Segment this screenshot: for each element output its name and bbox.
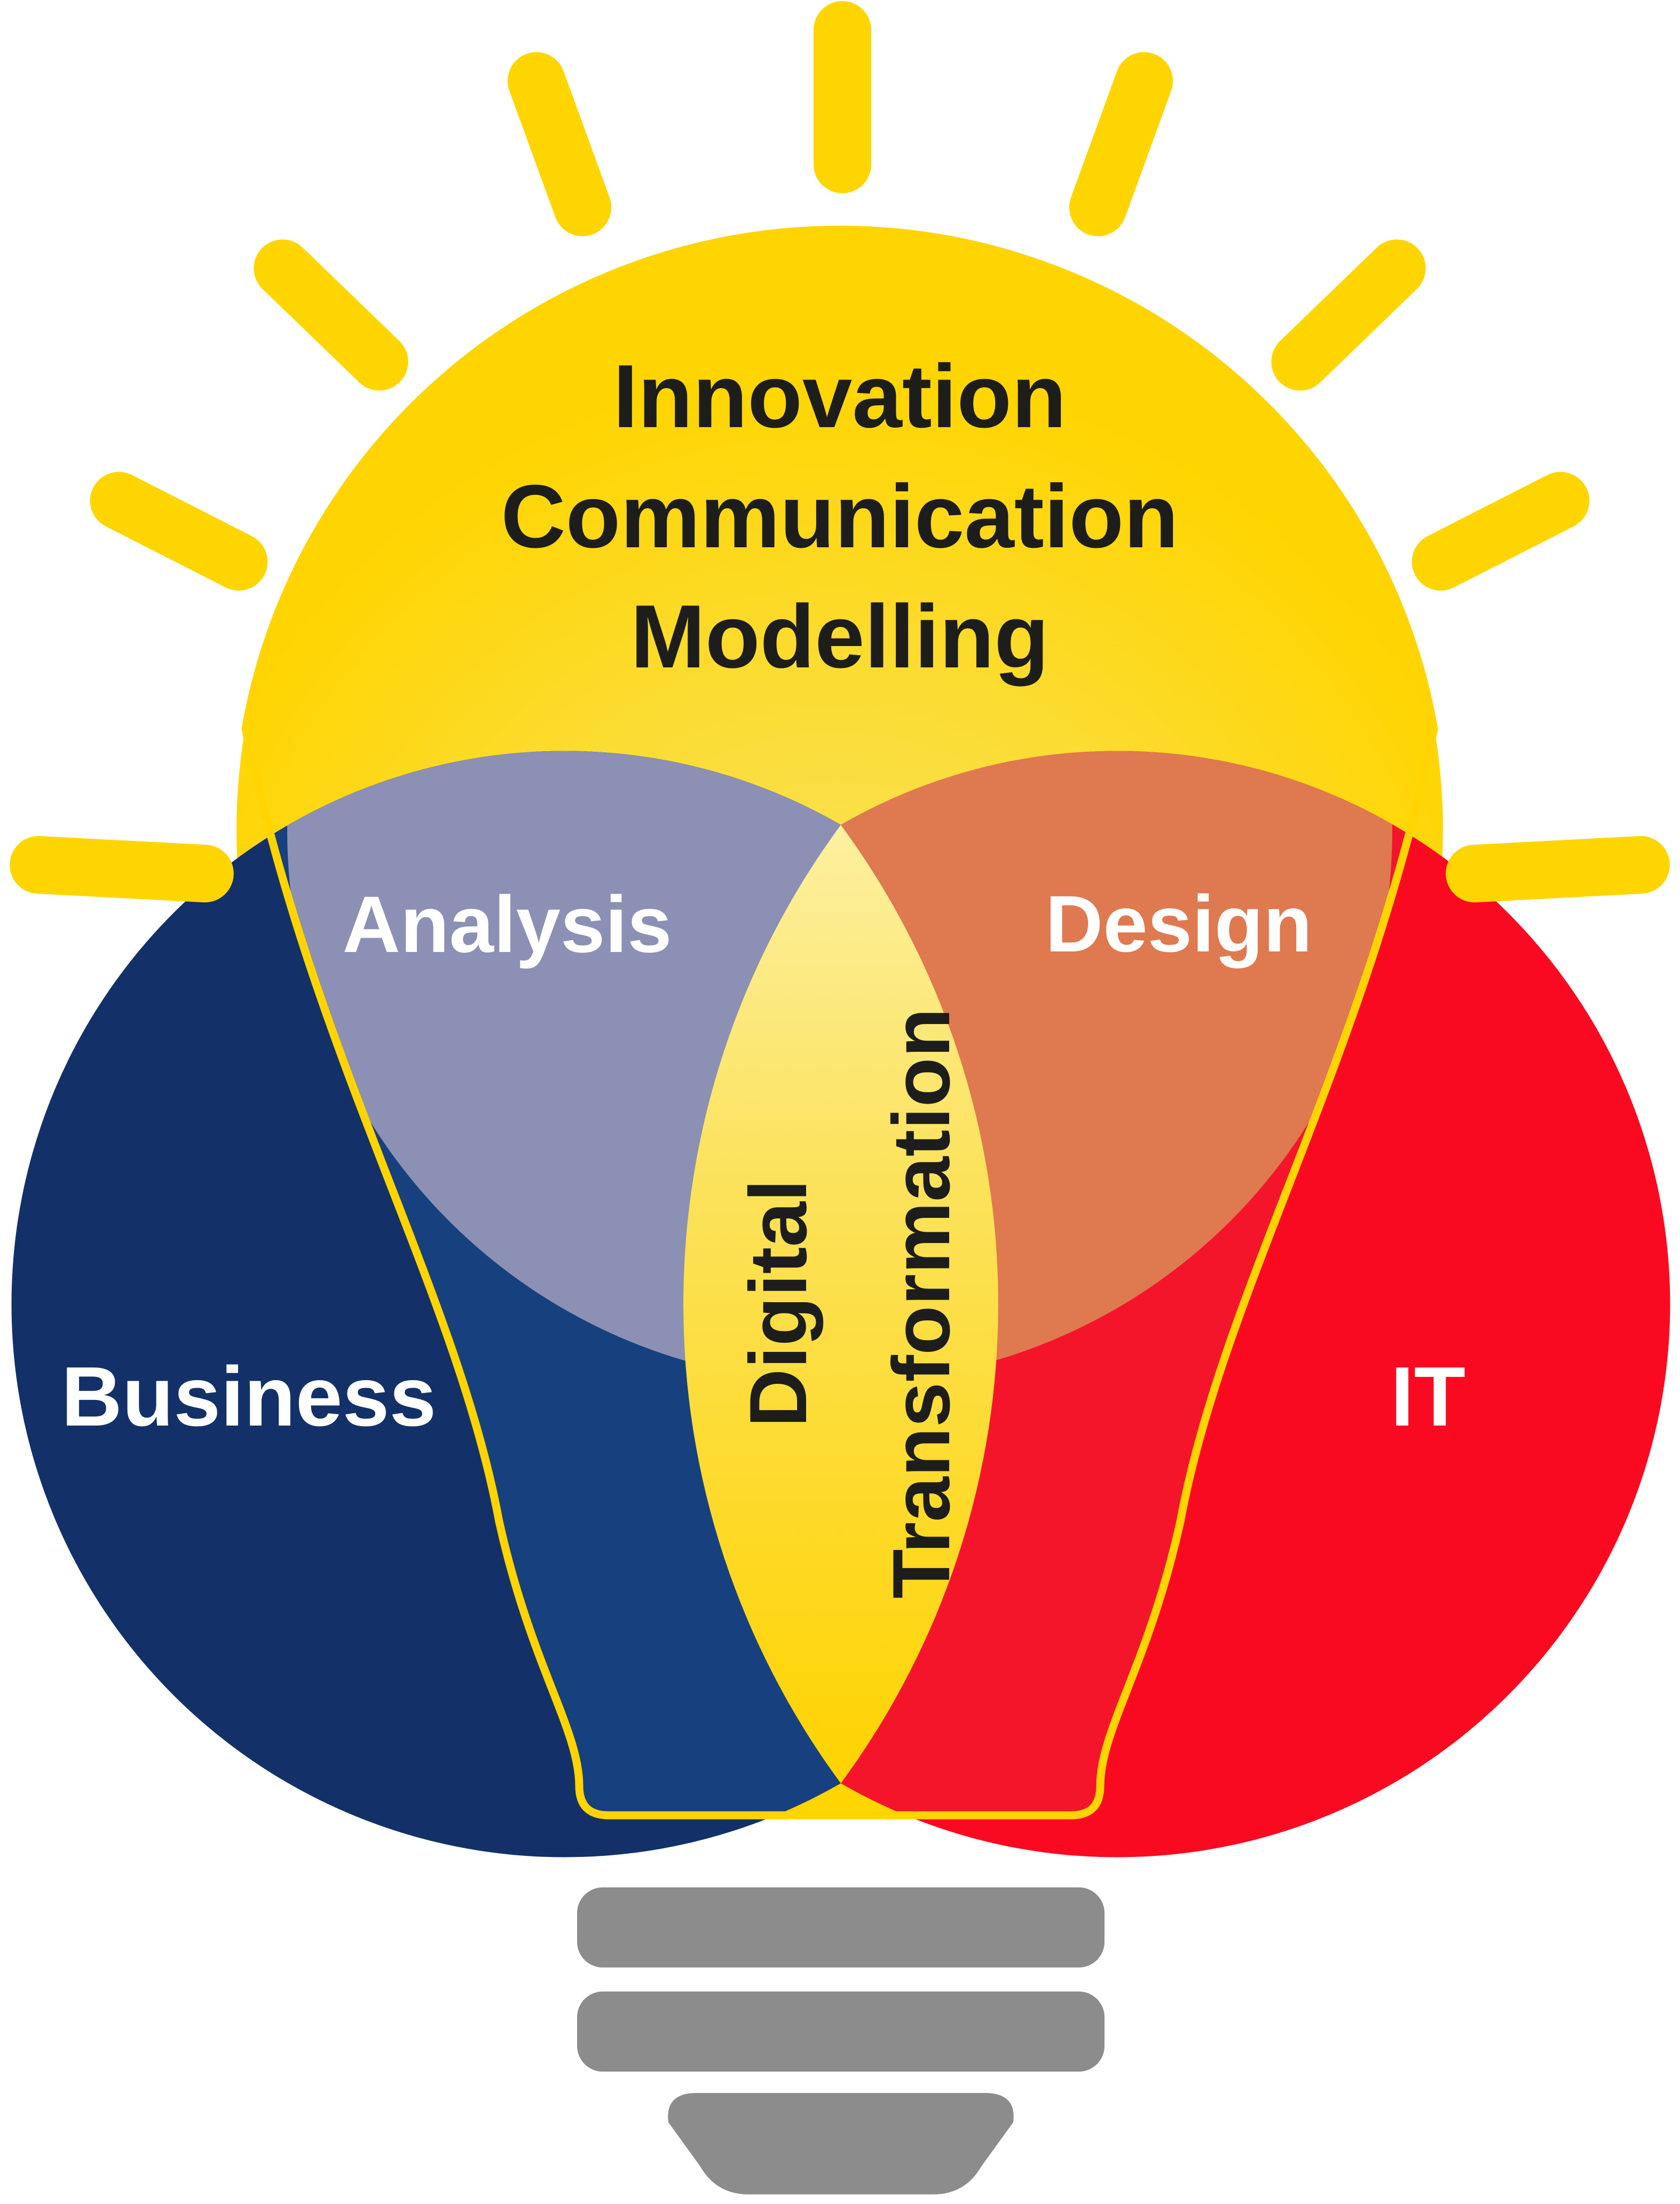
sun-ray-upper-right: [1069, 52, 1173, 237]
label-innovation: Innovation: [613, 346, 1066, 446]
bulb-base: [577, 1887, 1105, 2194]
label-communication: Communication: [501, 466, 1178, 566]
sun-ray-lower-right: [1411, 471, 1590, 591]
bulb-outline: [241, 225, 1438, 1820]
center-label-group: Digital Transformation: [733, 1008, 967, 1599]
sun-ray-upper-left: [507, 52, 612, 237]
sun-ray-diagonal-left: [254, 239, 408, 391]
sun-ray-lower-left: [90, 471, 268, 591]
sun-ray-horizontal-left: [10, 836, 234, 903]
label-design: Design: [1045, 879, 1312, 969]
base-bar-2: [577, 1992, 1105, 2072]
digital-transformation-lens: [683, 825, 998, 1783]
base-tip: [668, 2093, 1014, 2194]
label-business: Business: [61, 1350, 437, 1444]
label-modelling: Modelling: [630, 586, 1049, 687]
design-clip-inner: [841, 751, 1392, 1383]
label-transformation: Transformation: [876, 1008, 967, 1599]
base-bar-1: [577, 1887, 1105, 1967]
label-analysis: Analysis: [343, 879, 672, 969]
label-it: IT: [1391, 1350, 1465, 1444]
label-digital: Digital: [733, 1179, 824, 1427]
sun-ray-horizontal-right: [1446, 836, 1670, 903]
sun-ray-top: [814, 1, 871, 193]
design-overlap: [841, 751, 1392, 1383]
sun-ray-diagonal-right: [1271, 239, 1426, 391]
design-clip-outer: [841, 751, 1392, 1383]
sun-rays: [10, 1, 1670, 903]
